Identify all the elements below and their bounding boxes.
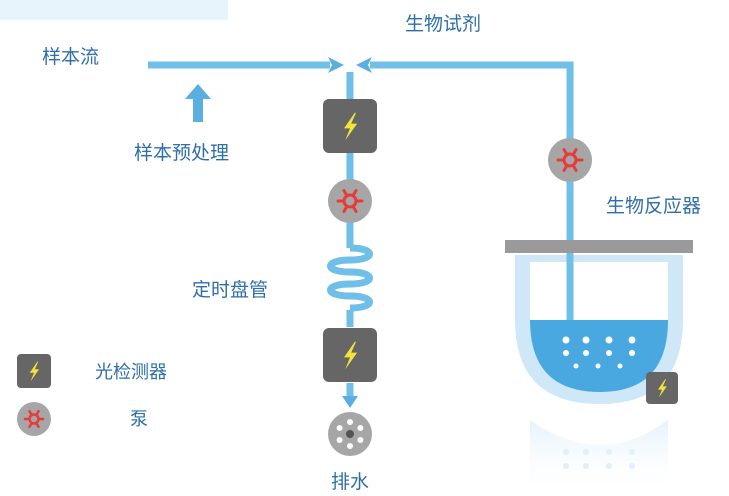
bio-reagent-label: 生物试剂	[405, 13, 481, 35]
legend-pump-label: 泵	[130, 409, 148, 430]
timing-coil-label: 定时盘管	[192, 279, 268, 301]
pretreatment-arrow	[185, 84, 211, 122]
legend-detector-label: 光检测器	[95, 362, 167, 383]
lower-detector-icon	[323, 328, 377, 382]
bioreactor-vessel	[515, 255, 683, 496]
legend-pump-icon	[17, 402, 51, 436]
timing-coil	[327, 244, 373, 312]
main-pump-icon	[328, 179, 372, 223]
header-band	[0, 0, 228, 20]
bioreactor-lid	[505, 240, 693, 253]
reagent-arrowhead	[356, 57, 372, 73]
bioreactor-label: 生物反应器	[606, 195, 701, 217]
reagent-pump-icon	[548, 138, 592, 182]
upper-detector-icon	[323, 99, 377, 153]
reactor-detector-icon	[646, 372, 678, 404]
drain-arrowhead	[342, 396, 358, 408]
pipes	[148, 61, 574, 398]
sample-arrowhead	[328, 57, 344, 73]
drain-label: 排水	[331, 471, 369, 493]
legend-detector-icon	[17, 354, 51, 388]
sample-pretreatment-label: 样本预处理	[134, 142, 229, 164]
drain-grate-icon	[328, 412, 372, 456]
sample-stream-label: 样本流	[42, 46, 99, 68]
